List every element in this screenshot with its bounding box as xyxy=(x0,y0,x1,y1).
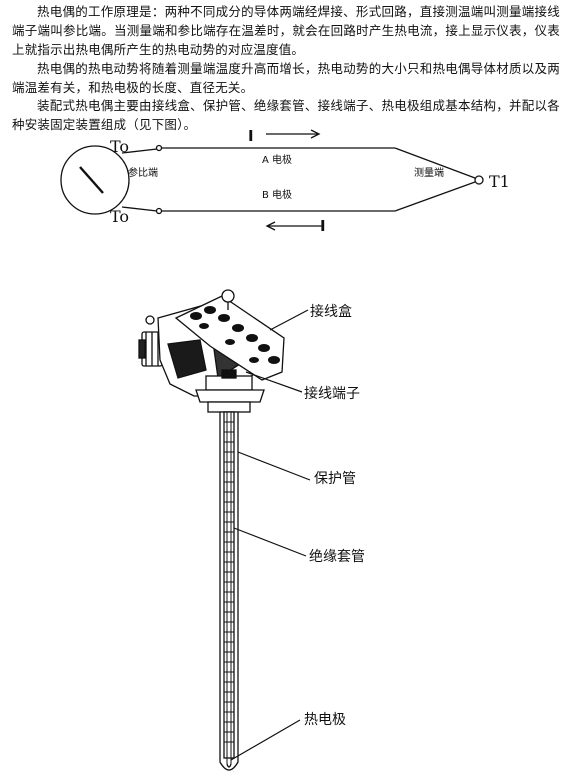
mounting-flange xyxy=(195,389,265,403)
meter-lead-top xyxy=(121,148,158,154)
current-label-bottom: I xyxy=(320,217,326,235)
label-terminal: 接线端子 xyxy=(304,385,360,402)
insulation-sleeve xyxy=(223,411,235,759)
label-insulation-sleeve: 绝缘套管 xyxy=(309,549,365,565)
cable-gland xyxy=(138,331,163,367)
meter-gauge xyxy=(60,145,130,215)
meter-lead-bottom xyxy=(121,206,158,212)
label-protection-tube: 保护管 xyxy=(314,471,356,487)
paragraph-structure: 装配式热电偶主要由接线盒、保护管、绝缘套管、接线端子、热电极组成基本结构，并配以… xyxy=(12,98,560,132)
label-thermo-electrode: 热电极 xyxy=(304,712,346,728)
insulation-sleeve-segments xyxy=(224,421,234,743)
current-arrowhead-top xyxy=(310,129,321,139)
circuit-diagram xyxy=(60,129,484,231)
paragraph-working-principle: 热电偶的工作原理是：两种不同成分的导体两端经焊接、形式回路，直接测温端叫测量端接… xyxy=(12,4,560,57)
meter-needle xyxy=(79,166,104,194)
reference-end-label: 参比端 xyxy=(128,166,158,179)
label-junction-box: 接线盒 xyxy=(310,303,352,320)
leader-thermo-electrode xyxy=(230,719,301,761)
lid-bolts xyxy=(190,306,280,364)
current-arrowhead-bottom xyxy=(265,221,276,231)
leader-lines xyxy=(230,309,311,761)
reference-terminal-bottom xyxy=(155,207,163,215)
leader-protection-tube xyxy=(237,451,311,481)
temp-t1: T1 xyxy=(489,172,510,191)
leader-insulation-sleeve xyxy=(233,527,307,557)
current-label-top: I xyxy=(248,127,254,145)
leader-junction-box xyxy=(269,309,309,331)
electrode-a-taper xyxy=(394,147,476,179)
paragraph-emf: 热电偶的热电动势将随着测量端温度升高而增长，热电动势的大小只和热电偶导体材质以及… xyxy=(12,61,560,95)
electrode-b-taper xyxy=(394,181,476,212)
flange-neck xyxy=(207,401,251,413)
reference-terminal-top xyxy=(155,144,163,152)
terminal-screws xyxy=(221,369,237,379)
lid-chain-ring xyxy=(145,315,155,325)
thermocouple-assembly xyxy=(138,289,311,771)
measuring-junction xyxy=(474,175,484,185)
junction-box-shadow xyxy=(167,339,207,379)
measuring-end-label: 测量端 xyxy=(414,166,444,179)
temp-to-top: To xyxy=(110,137,129,156)
electrode-b-label: B 电极 xyxy=(262,188,292,201)
thermo-electrode-junction xyxy=(226,763,232,768)
electrode-a-label: A 电极 xyxy=(262,153,292,166)
leader-terminal xyxy=(245,371,303,393)
temp-to-bottom: To xyxy=(110,207,129,226)
lid-hanger-ring xyxy=(221,289,235,303)
